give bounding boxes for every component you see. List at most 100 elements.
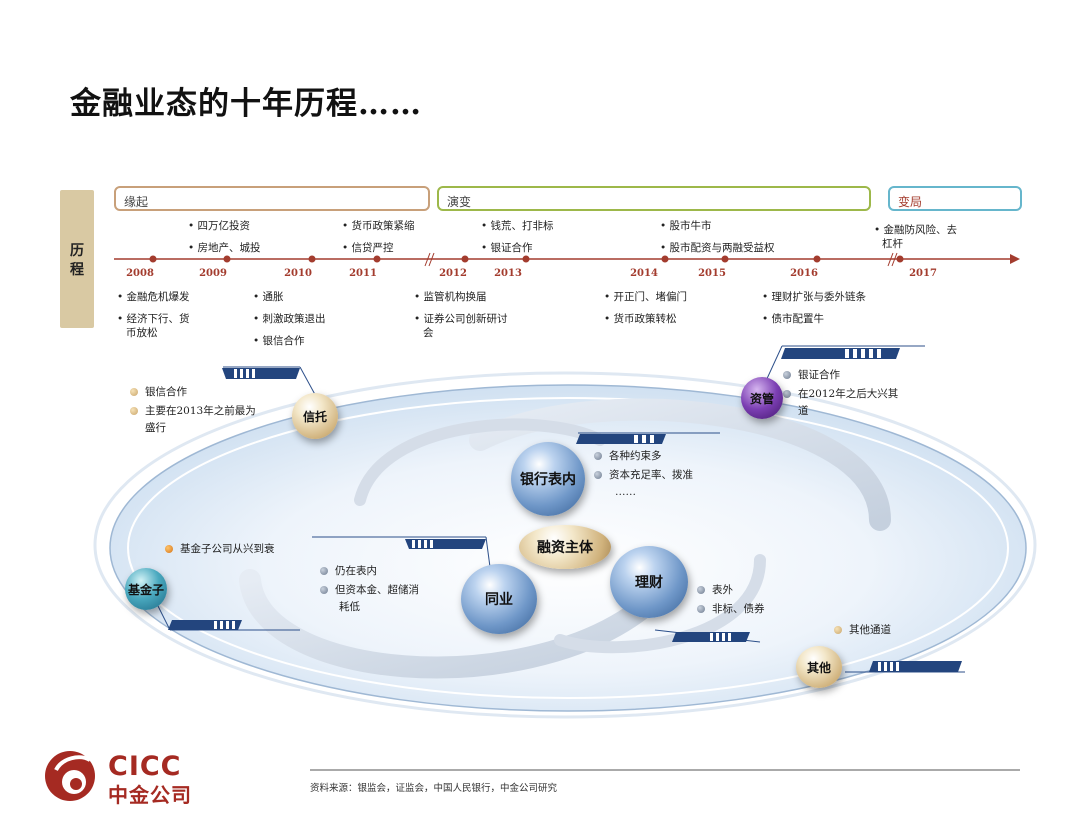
events-above-2017: • 金融防风险、去 杠杆 <box>874 223 957 251</box>
year-2011: 2011 <box>349 268 377 279</box>
swirl-arc-inner-left <box>354 418 606 506</box>
node-trust: 信托 <box>292 393 338 439</box>
node-interbank: 同业 <box>461 564 537 634</box>
note-text: 但资本金、超储消 <box>335 584 419 596</box>
note-other: 其他通道 <box>834 622 891 639</box>
timeline-arrowhead <box>1010 254 1020 264</box>
callout-wealth <box>654 629 761 643</box>
note-text: 主要在2013年之前最为 <box>145 405 256 417</box>
source-note: 资料来源：银监会，证监会，中国人民银行，中金公司研究 <box>310 783 558 794</box>
note-wealth: 表外 非标、债券 <box>697 582 765 618</box>
year-2014: 2014 <box>630 268 658 279</box>
events-above-2009: • 四万亿投资 • 房地产、城投 <box>188 215 261 259</box>
side-label-char-1: 历 <box>70 243 84 259</box>
timeline-break-1 <box>424 252 435 267</box>
event-text: 会 <box>423 327 434 339</box>
bullet-icon <box>594 471 602 479</box>
event-text: • 货币政策紧缩 <box>342 220 415 232</box>
bullet-icon <box>320 586 328 594</box>
year-2012: 2012 <box>439 268 467 279</box>
note-text: 仍在表内 <box>335 565 377 577</box>
cicc-logo-chinese: 中金公司 <box>108 783 192 807</box>
inner-highlight-ring <box>127 397 1009 699</box>
callout-trust <box>222 366 319 401</box>
events-below-2012: • 监管机构换届 • 证券公司创新研讨 会 <box>414 290 508 340</box>
bullet-icon <box>130 388 138 396</box>
events-below-2014: • 开正门、堵偏门 • 货币政策转松 <box>604 290 687 326</box>
history-side-label: 历 程 <box>60 190 94 328</box>
event-text: 杠杆 <box>882 238 903 250</box>
bullet-icon <box>130 407 138 415</box>
events-above-2013: • 钱荒、打非标 • 银证合作 <box>481 215 554 259</box>
phase-origin: 缘起 <box>114 186 430 211</box>
event-text: • 四万亿投资 <box>188 220 251 232</box>
phase-evolution: 演变 <box>437 186 871 211</box>
bullet-icon <box>834 626 842 634</box>
note-text: 银信合作 <box>145 386 187 398</box>
bullet-icon <box>697 586 705 594</box>
note-trust: 银信合作 主要在2013年之前最为 盛行 <box>130 384 256 437</box>
event-text: • 金融危机爆发 <box>117 291 190 303</box>
year-2008: 2008 <box>126 268 154 279</box>
bullet-icon <box>594 452 602 460</box>
node-fund-sub: 基金子 <box>125 568 167 610</box>
node-bank-balance: 银行表内 <box>511 442 585 516</box>
callout-bank-balance <box>576 432 720 444</box>
note-text: 表外 <box>712 584 733 596</box>
year-2017: 2017 <box>909 268 937 279</box>
note-text: 其他通道 <box>849 624 891 636</box>
note-text: 盛行 <box>145 422 166 434</box>
event-text: 币放松 <box>126 327 158 339</box>
page-title: 金融业态的十年历程…… <box>70 86 422 122</box>
bullet-icon <box>320 567 328 575</box>
event-text: • 银信合作 <box>253 335 305 347</box>
event-text: • 经济下行、货 <box>117 313 190 325</box>
event-text: • 股市牛市 <box>660 220 712 232</box>
event-text: • 通胀 <box>253 291 284 303</box>
side-label-char-2: 程 <box>70 262 84 278</box>
callout-asset-mgmt <box>764 345 925 384</box>
callout-other <box>845 661 965 673</box>
timeline-break-2 <box>887 252 898 267</box>
event-text: • 银证合作 <box>481 242 533 254</box>
event-text: • 刺激政策退出 <box>253 313 326 325</box>
events-below-2008: • 金融危机爆发 • 经济下行、货 币放松 <box>117 290 190 340</box>
year-2010: 2010 <box>284 268 312 279</box>
event-text: • 房地产、城投 <box>188 242 261 254</box>
year-2015: 2015 <box>698 268 726 279</box>
event-text: • 证券公司创新研讨 <box>414 313 508 325</box>
bullet-icon <box>165 545 173 553</box>
events-below-2016: • 理财扩张与委外链条 • 债市配置牛 <box>762 290 866 326</box>
year-2016: 2016 <box>790 268 818 279</box>
events-below-2010: • 通胀 • 刺激政策退出 • 银信合作 <box>253 290 326 348</box>
note-text: 银证合作 <box>798 369 840 381</box>
note-interbank: 仍在表内 但资本金、超储消 耗低 <box>320 563 419 616</box>
note-text: 道 <box>798 405 809 417</box>
node-other: 其他 <box>796 646 842 688</box>
event-text: • 金融防风险、去 <box>874 224 958 236</box>
note-asset-mgmt: 银证合作 在2012年之后大兴其 道 <box>783 367 898 420</box>
note-text: 非标、债券 <box>712 603 765 615</box>
event-text: • 货币政策转松 <box>604 313 677 325</box>
node-wealth: 理财 <box>610 546 688 618</box>
bullet-icon <box>697 605 705 613</box>
note-text: 各种约束多 <box>609 450 662 462</box>
event-text: • 钱荒、打非标 <box>481 220 554 232</box>
note-text: 基金子公司从兴到衰 <box>180 543 275 555</box>
year-2009: 2009 <box>199 268 227 279</box>
bullet-icon <box>783 390 791 398</box>
callout-fund-sub <box>154 599 300 631</box>
note-text: 资本充足率、拨准 <box>609 469 693 481</box>
note-bank-balance: 各种约束多 资本充足率、拨准 …… <box>594 448 693 501</box>
event-text: • 开正门、堵偏门 <box>604 291 688 303</box>
note-fund-sub: 基金子公司从兴到衰 <box>165 541 275 558</box>
node-financing-entity: 融资主体 <box>519 525 611 569</box>
event-text: • 理财扩张与委外链条 <box>762 291 867 303</box>
phase-change: 变局 <box>888 186 1022 211</box>
event-text: • 债市配置牛 <box>762 313 825 325</box>
timeline-dots <box>149 255 904 263</box>
events-above-2015: • 股市牛市 • 股市配资与两融受益权 <box>660 215 775 259</box>
event-text: • 监管机构换届 <box>414 291 487 303</box>
bullet-icon <box>783 371 791 379</box>
node-asset-mgmt: 资管 <box>741 377 783 419</box>
